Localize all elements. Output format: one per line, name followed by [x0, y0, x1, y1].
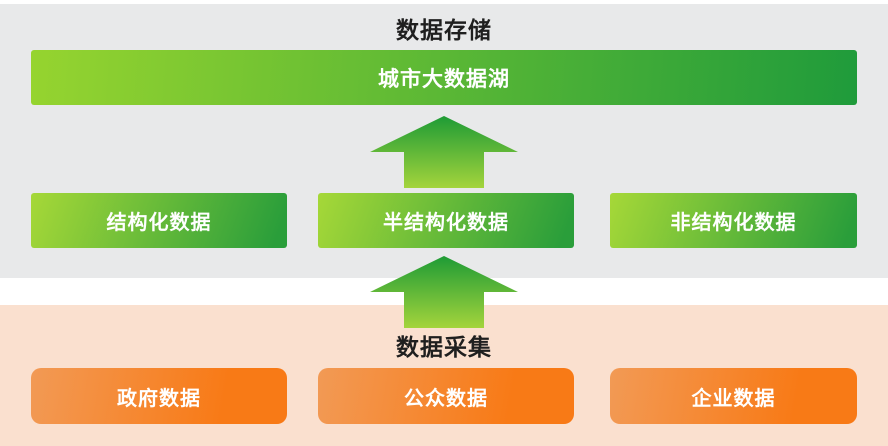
city-big-data-lake-bar: 城市大数据湖 [31, 50, 857, 105]
unstructured-data-label: 非结构化数据 [670, 212, 797, 234]
semi-structured-data-bar: 半结构化数据 [318, 193, 574, 248]
semi-structured-data-label: 半结构化数据 [383, 212, 509, 234]
unstructured-data-bar: 非结构化数据 [610, 193, 857, 248]
storage-section-title: 数据存储 [396, 17, 492, 43]
public-data-label: 公众数据 [404, 387, 488, 410]
public-data-bar: 公众数据 [318, 368, 574, 424]
collection-section-title: 数据采集 [396, 334, 492, 360]
structured-data-label: 结构化数据 [106, 212, 212, 234]
enterprise-data-label: 企业数据 [691, 387, 776, 410]
up-arrow-icon [370, 116, 518, 188]
structured-data-bar: 结构化数据 [31, 193, 287, 248]
city-big-data-lake-label: 城市大数据湖 [378, 67, 510, 91]
government-data-label: 政府数据 [117, 387, 201, 410]
enterprise-data-bar: 企业数据 [610, 368, 857, 424]
up-arrow-icon [370, 256, 518, 328]
government-data-bar: 政府数据 [31, 368, 287, 424]
